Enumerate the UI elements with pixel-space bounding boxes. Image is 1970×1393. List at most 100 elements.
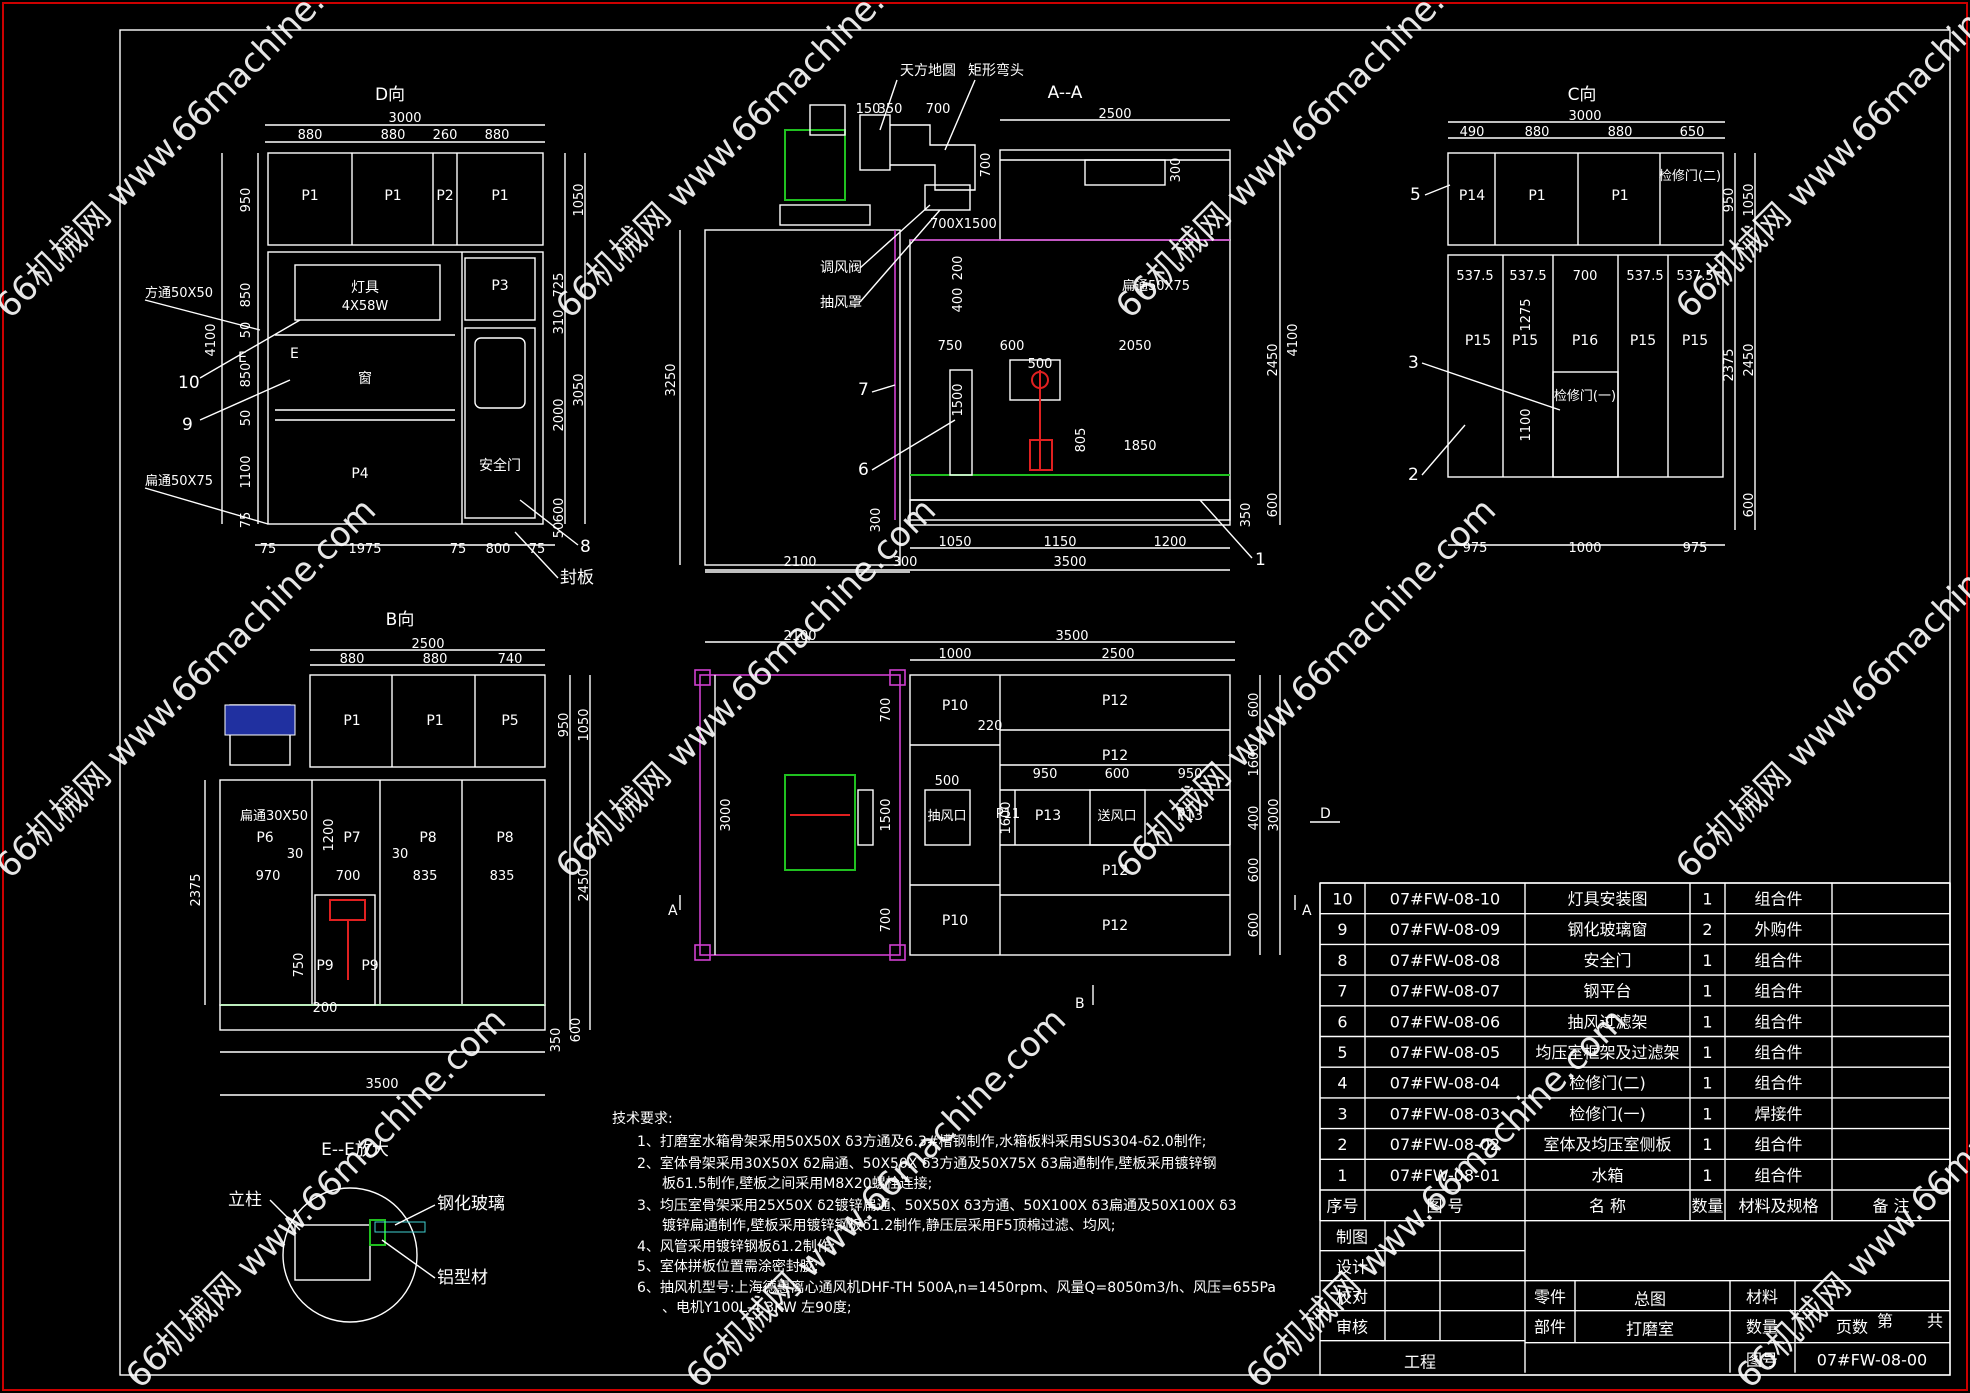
- panel-d-p1a: P1: [301, 188, 318, 204]
- panel-c-p16: P16: [1572, 333, 1598, 349]
- dim-d-2000: 2000: [552, 398, 567, 431]
- bom-name: 抽风过滤架: [1567, 1012, 1647, 1031]
- bom-header-no: 序号: [1326, 1196, 1358, 1215]
- dim-a-350: 350: [1239, 503, 1254, 528]
- bom-type: 组合件: [1754, 889, 1802, 908]
- dim-c-880b: 880: [1608, 125, 1633, 140]
- b-view: B向 2500 880 880 740 P1 P1 P5 扁通30X50 P6 …: [189, 610, 592, 1096]
- bom-no: 1: [1337, 1166, 1347, 1185]
- tb-product: 打磨室: [1626, 1320, 1674, 1339]
- dim-d-310: 310: [552, 310, 567, 335]
- label-flat-tube: 扁通50X75: [1122, 279, 1190, 294]
- callout-9: 9: [182, 415, 193, 435]
- dim-d-880c: 880: [485, 128, 510, 143]
- bom-type: 外购件: [1754, 920, 1802, 939]
- bom-no: 10: [1332, 889, 1352, 908]
- bom-type: 组合件: [1754, 1012, 1802, 1031]
- dim-b-880a: 880: [340, 652, 365, 667]
- dim-b-600: 600: [569, 1018, 584, 1043]
- dim-a-300: 300: [893, 555, 918, 570]
- note-1: 1、打磨室水箱骨架采用50X50X δ3方通及6.3#槽钢制作,水箱板料采用SU…: [637, 1133, 1206, 1150]
- bom-code: 07#FW-08-10: [1390, 889, 1500, 908]
- bom-name: 钢平台: [1583, 982, 1631, 1001]
- window-label: 窗: [358, 370, 372, 387]
- dim-a-4100: 4100: [1286, 323, 1301, 356]
- dim-c-490: 490: [1460, 125, 1485, 140]
- bom-no: 9: [1337, 920, 1347, 939]
- dim-a-600b: 600: [1266, 493, 1281, 518]
- dim-p-3500: 3500: [1055, 629, 1088, 644]
- plan-view: 2100 3500 1000 2500 P10 P10 P11 P12 P12 …: [668, 629, 1340, 1012]
- lamp-spec: 4X58W: [342, 299, 389, 314]
- tb-check: 校对: [1336, 1288, 1368, 1307]
- note-2: 2、室体骨架采用30X50X δ2扁通、50X50X δ3方通及50X75X δ…: [637, 1155, 1217, 1172]
- dim-a-400: 400: [951, 288, 966, 313]
- bom-name: 检修门(一): [1569, 1104, 1646, 1123]
- dim-p-400: 400: [1247, 806, 1262, 831]
- panel-p-p10a: P10: [942, 698, 968, 714]
- label-transition: 天方地圆: [900, 63, 956, 79]
- note-6: 6、抽风机型号:上海德惠离心通风机DHF-TH 500A,n=1450rpm、风…: [637, 1279, 1276, 1296]
- dim-a-750: 750: [938, 339, 963, 354]
- dim-d-850a: 850: [239, 283, 254, 308]
- bom-name: 灯具安装图: [1567, 889, 1647, 908]
- dim-d-880b: 880: [381, 128, 406, 143]
- dim-a-1500: 1500: [951, 383, 966, 416]
- dim-d-b75c: 75: [529, 542, 546, 557]
- bom-qty: 1: [1702, 1104, 1712, 1123]
- dim-a-1200: 1200: [1153, 535, 1186, 550]
- dim-d-1050: 1050: [572, 183, 587, 216]
- bom-name: 室体及均压室侧板: [1543, 1135, 1671, 1154]
- dim-d-50b: 50: [239, 410, 254, 427]
- dim-c-650: 650: [1680, 125, 1705, 140]
- dim-b-2375: 2375: [189, 873, 204, 906]
- tb-part: 零件: [1534, 1288, 1566, 1307]
- bom-qty: 1: [1702, 982, 1712, 1001]
- dim-b-3500: 3500: [365, 1077, 398, 1092]
- bom-type: 组合件: [1754, 1166, 1802, 1185]
- dim-p-220: 220: [978, 719, 1003, 734]
- dim-c-600: 600: [1742, 493, 1757, 518]
- dim-c-537d: 537.5: [1676, 269, 1713, 284]
- bom-no: 2: [1337, 1135, 1347, 1154]
- dim-a-300c: 300: [1169, 158, 1184, 183]
- dim-b-880b: 880: [423, 652, 448, 667]
- d-view-title: D向: [375, 85, 405, 105]
- dim-a-600a: 600: [1000, 339, 1025, 354]
- tb-quantity: 数量: [1746, 1318, 1778, 1337]
- panel-c-p15a: P15: [1465, 333, 1491, 349]
- panel-p-p13a: P13: [1035, 808, 1061, 824]
- panel-b-p1b: P1: [426, 713, 443, 729]
- bom-name: 均压室框架及过滤架: [1535, 1043, 1679, 1062]
- dim-p-2500: 2500: [1101, 647, 1134, 662]
- dim-p-3000r: 3000: [1267, 798, 1282, 831]
- tb-assembly: 总图: [1634, 1290, 1666, 1309]
- dim-a-700: 700: [926, 102, 951, 117]
- panel-d-p4: P4: [351, 466, 368, 482]
- dim-d-260: 260: [433, 128, 458, 143]
- bom-qty: 2: [1702, 920, 1712, 939]
- dim-d-3050: 3050: [572, 373, 587, 406]
- dim-d-725: 725: [552, 273, 567, 298]
- watermark-2: 66机械网 www.66machine.com: [548, 0, 944, 326]
- dim-p-1600: 1600: [1247, 743, 1262, 776]
- dim-a-300b: 300: [869, 508, 884, 533]
- dim-d-4100: 4100: [204, 323, 219, 356]
- dim-b-200: 200: [313, 1001, 338, 1016]
- detail-glass-label: 钢化玻璃: [437, 1194, 505, 1214]
- dim-p-1000: 1000: [938, 647, 971, 662]
- tb-material: 材料: [1746, 1288, 1778, 1307]
- a-section: A--A 天方地圆 矩形弯头 2500 150 350 700 700X1: [664, 62, 1301, 573]
- note-3b: 镀锌扁通制作,壁板采用镀锌钢板δ1.2制作,静压层采用F5顶棉过滤、均风;: [662, 1217, 1115, 1234]
- dim-c-537b: 537.5: [1509, 269, 1546, 284]
- marker-a-right: A: [1302, 903, 1312, 919]
- c-view-title: C向: [1568, 85, 1597, 105]
- detail-profile-label: 铝型材: [437, 1268, 488, 1288]
- marker-d: D: [1320, 806, 1331, 822]
- panel-b-p8b: P8: [496, 830, 513, 846]
- dim-a-2450: 2450: [1266, 343, 1281, 376]
- a-section-title: A--A: [1048, 83, 1083, 103]
- panel-p-p12b: P12: [1102, 748, 1128, 764]
